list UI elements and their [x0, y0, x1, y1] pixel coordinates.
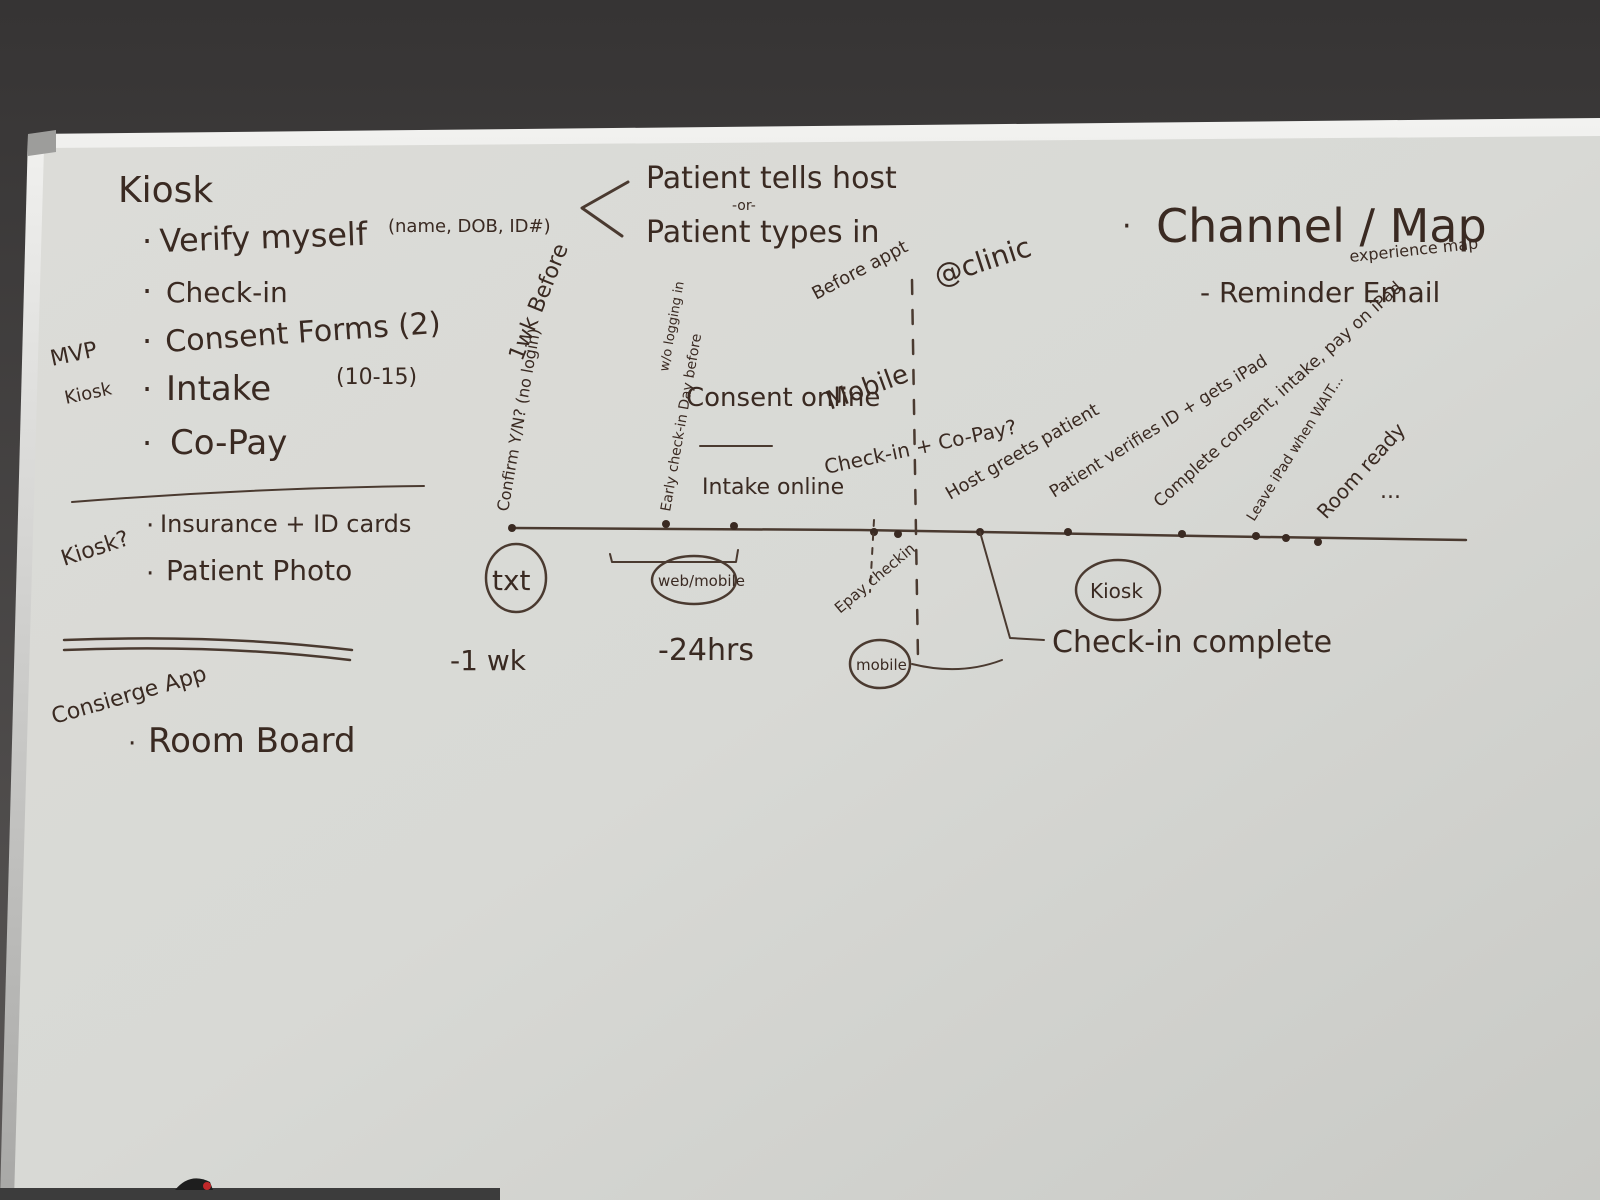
- dot-intake: [730, 522, 738, 530]
- kiosk-circle-label: Kiosk: [1090, 579, 1143, 603]
- web-mobile-label: web/mobile: [658, 572, 745, 590]
- dot-mobile: [870, 528, 878, 536]
- web-bracket: [609, 549, 739, 563]
- checkin-complete-pointer: [979, 531, 1045, 641]
- dot-complete: [1178, 530, 1186, 538]
- checkin-complete-label: Check-in complete: [1052, 625, 1332, 660]
- marker-cap-icon: [203, 1182, 211, 1190]
- dot-room: [1314, 538, 1322, 546]
- divider-line-3: [62, 647, 352, 662]
- reminder-email: - Reminder Email: [1200, 276, 1440, 309]
- or-label: -or-: [732, 198, 756, 214]
- bullet-photo: ·: [146, 559, 154, 589]
- web-mobile-circle: [650, 554, 738, 606]
- patient-tells-host: Patient tells host: [646, 161, 897, 196]
- divider-line-1: [71, 485, 425, 503]
- item-copay: Co-Pay: [170, 423, 287, 463]
- mobile-circle-label: mobile: [856, 656, 907, 674]
- txt-circle-label: txt: [492, 564, 531, 597]
- host-options: Patient tells host -or- Patient types in: [580, 161, 897, 250]
- bullet-verify: ·: [142, 222, 152, 260]
- bullet-intake: ·: [142, 370, 152, 408]
- dot-verify: [1064, 528, 1072, 536]
- divider-line-2: [62, 637, 354, 652]
- item-checkin: Check-in: [166, 276, 288, 309]
- bullet-insurance: ·: [146, 511, 154, 541]
- item-photo: Patient Photo: [166, 554, 352, 587]
- item-room-board: Room Board: [148, 721, 356, 761]
- patient-types-in: Patient types in: [646, 215, 880, 250]
- channel-map-title: Channel / Map: [1156, 199, 1487, 253]
- timeline-dots: [508, 520, 1322, 546]
- board-surface: [14, 136, 1600, 1200]
- kiosk-circle: [1074, 558, 1162, 622]
- verify-note: (name, DOB, ID#): [388, 216, 551, 237]
- mobile-circle: [848, 638, 912, 690]
- bullet-room-board: ·: [128, 729, 136, 759]
- label-intake-online: Intake online: [702, 475, 844, 500]
- item-intake: Intake: [166, 369, 271, 409]
- label-ellipsis: ...: [1380, 479, 1401, 504]
- bullet-consent: ·: [142, 322, 152, 360]
- txt-circle: [484, 542, 548, 614]
- kiosk-heading: Kiosk: [118, 170, 213, 211]
- dot-wait: [1282, 534, 1290, 542]
- mobile-connector: [911, 659, 1003, 671]
- label-consent-online: Consent online: [686, 383, 880, 413]
- left-list: Kiosk · Verify myself (name, DOB, ID#) ·…: [48, 170, 551, 761]
- mobile-dashed: [869, 519, 875, 593]
- dot-leave: [1252, 532, 1260, 540]
- bullet-copay: ·: [142, 424, 152, 462]
- item-verify: Verify myself: [159, 215, 369, 260]
- dot-mobile-2: [894, 530, 902, 538]
- minus-24hrs: -24hrs: [658, 633, 754, 668]
- dot-confirm: [508, 524, 516, 532]
- intake-note: (10-15): [336, 365, 417, 390]
- channel-bullet: ·: [1122, 209, 1132, 244]
- marker-tray: [0, 1188, 500, 1200]
- board-corner-cap: [28, 130, 56, 156]
- item-insurance: Insurance + ID cards: [160, 510, 411, 538]
- bracket-arrow: [580, 180, 630, 238]
- minus-1wk: -1 wk: [450, 644, 527, 677]
- dot-early: [662, 520, 670, 528]
- clinic-divider: [910, 278, 920, 662]
- bullet-checkin: ·: [142, 272, 152, 310]
- channel-map: · Channel / Map experience map - Reminde…: [1122, 199, 1487, 309]
